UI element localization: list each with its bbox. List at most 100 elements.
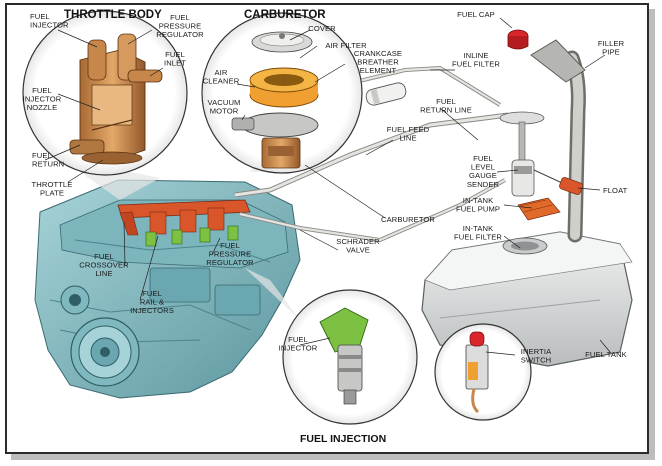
label-throttle-plate-line: PLATE: [40, 189, 64, 198]
throttle-body-detail: [22, 10, 188, 200]
label-fuel-pressure-regulator-engine-line: FUEL: [220, 241, 240, 250]
label-fuel-return-throttle-body-line: RETURN: [32, 160, 64, 169]
label-fuel-injector-throttle-body-line: INJECTOR: [30, 21, 69, 30]
label-carburetor-line: CARBURETOR: [381, 215, 435, 224]
label-fuel-pressure-regulator-engine-line: REGULATOR: [206, 258, 254, 267]
label-fuel-tank: FUEL TANK: [585, 350, 627, 359]
label-in-tank-fuel-pump-line: IN-TANK: [463, 196, 494, 205]
fuel-injector-detail: [245, 268, 418, 425]
label-fuel-injector-throttle-body-line: FUEL: [30, 12, 50, 21]
label-air-filter-line: AIR FILTER: [325, 41, 367, 50]
label-inertia-switch-line: INERTIA: [521, 347, 552, 356]
label-cover: COVER: [308, 24, 336, 33]
label-fuel-level-gauge-sender-line: GAUGE: [469, 171, 497, 180]
label-fuel-inlet-line: INLET: [164, 59, 186, 68]
label-crankcase-breather-element-line: ELEMENT: [360, 66, 397, 75]
label-crankcase-breather-element-line: BREATHER: [357, 58, 399, 67]
label-fuel-injector-nozzle-line: NOZZLE: [27, 103, 58, 112]
label-in-tank-fuel-pump-line: FUEL PUMP: [456, 205, 500, 214]
injector-illustration: [319, 307, 369, 405]
filler-pipe: [530, 39, 586, 243]
diagram-caption: FUEL INJECTION: [300, 433, 386, 445]
label-fuel-feed-line-line: LINE: [399, 134, 416, 143]
engine: [34, 179, 301, 399]
label-schrader-valve-line: VALVE: [346, 246, 370, 255]
label-fuel-injector-line: INJECTOR: [279, 344, 318, 353]
label-crankcase-breather-element-line: CRANKCASE: [354, 49, 402, 58]
label-throttle-plate-line: THROTTLE: [32, 180, 73, 189]
label-float: FLOAT: [603, 186, 628, 195]
label-fuel-crossover-line-line: CROSSOVER: [79, 261, 129, 270]
label-air-cleaner-line: AIR: [215, 68, 228, 77]
inertia-switch-illustration: [465, 331, 489, 414]
label-fuel-level-gauge-sender-line: LEVEL: [471, 163, 495, 172]
fuel-sending-unit: [499, 111, 583, 221]
label-air-filter: AIR FILTER: [325, 41, 367, 50]
label-inertia-switch-line: SWITCH: [521, 356, 552, 365]
label-in-tank-fuel-filter-line: IN-TANK: [463, 224, 494, 233]
label-fuel-injector-nozzle-line: INJECTOR: [23, 95, 62, 104]
label-fuel-level-gauge-sender-line: SENDER: [467, 180, 500, 189]
throttle-body-illustration: [69, 33, 163, 165]
label-carburetor: CARBURETOR: [381, 215, 435, 224]
throttle-body-heading: THROTTLE BODY: [64, 9, 162, 21]
label-fuel-rail-injectors-line: INJECTORS: [130, 306, 174, 315]
inline-fuel-filter: [365, 82, 407, 106]
label-fuel-pressure-regulator-engine-line: PRESSURE: [209, 250, 252, 259]
label-schrader-valve-line: SCHRADER: [336, 237, 380, 246]
label-in-tank-fuel-filter-line: FUEL FILTER: [454, 233, 502, 242]
carburetor-body: [261, 137, 301, 169]
label-fuel-tank-line: FUEL TANK: [585, 350, 627, 359]
label-fuel-injector-line: FUEL: [288, 335, 308, 344]
label-inline-fuel-filter-line: INLINE: [463, 51, 488, 60]
label-fuel-crossover-line-line: LINE: [95, 269, 112, 278]
label-cover-line: COVER: [308, 24, 336, 33]
engine-injectors: [145, 225, 239, 247]
label-fuel-cap: FUEL CAP: [457, 10, 495, 19]
label-inline-fuel-filter-line: FUEL FILTER: [452, 60, 500, 69]
label-fuel-return-line-line: FUEL: [436, 97, 456, 106]
carburetor-detail: [201, 12, 363, 174]
label-fuel-level-gauge-sender-line: FUEL: [473, 154, 493, 163]
label-fuel-rail-injectors-line: FUEL: [142, 289, 162, 298]
air-cleaner-base: [231, 112, 319, 138]
carburetor-heading: CARBURETOR: [244, 9, 326, 21]
label-fuel-return-line-line: RETURN LINE: [420, 106, 472, 115]
label-fuel-pressure-regulator-throttle-body-line: PRESSURE: [159, 22, 202, 31]
engine-pulley: [70, 317, 140, 387]
inertia-switch-detail: [434, 323, 532, 421]
label-fuel-injector-nozzle-line: FUEL: [32, 86, 52, 95]
air-filter-element: [249, 67, 319, 108]
label-fuel-inlet-line: FUEL: [165, 50, 185, 59]
label-fuel-pressure-regulator-throttle-body-line: FUEL: [170, 13, 190, 22]
label-fuel-rail-injectors-line: RAIL &: [140, 298, 164, 307]
label-vacuum-motor-line: MOTOR: [210, 107, 239, 116]
label-air-cleaner-line: CLEANER: [203, 77, 240, 86]
fuel-cap: [507, 29, 529, 50]
label-fuel-pressure-regulator-throttle-body-line: REGULATOR: [156, 30, 204, 39]
label-vacuum-motor-line: VACUUM: [208, 98, 241, 107]
